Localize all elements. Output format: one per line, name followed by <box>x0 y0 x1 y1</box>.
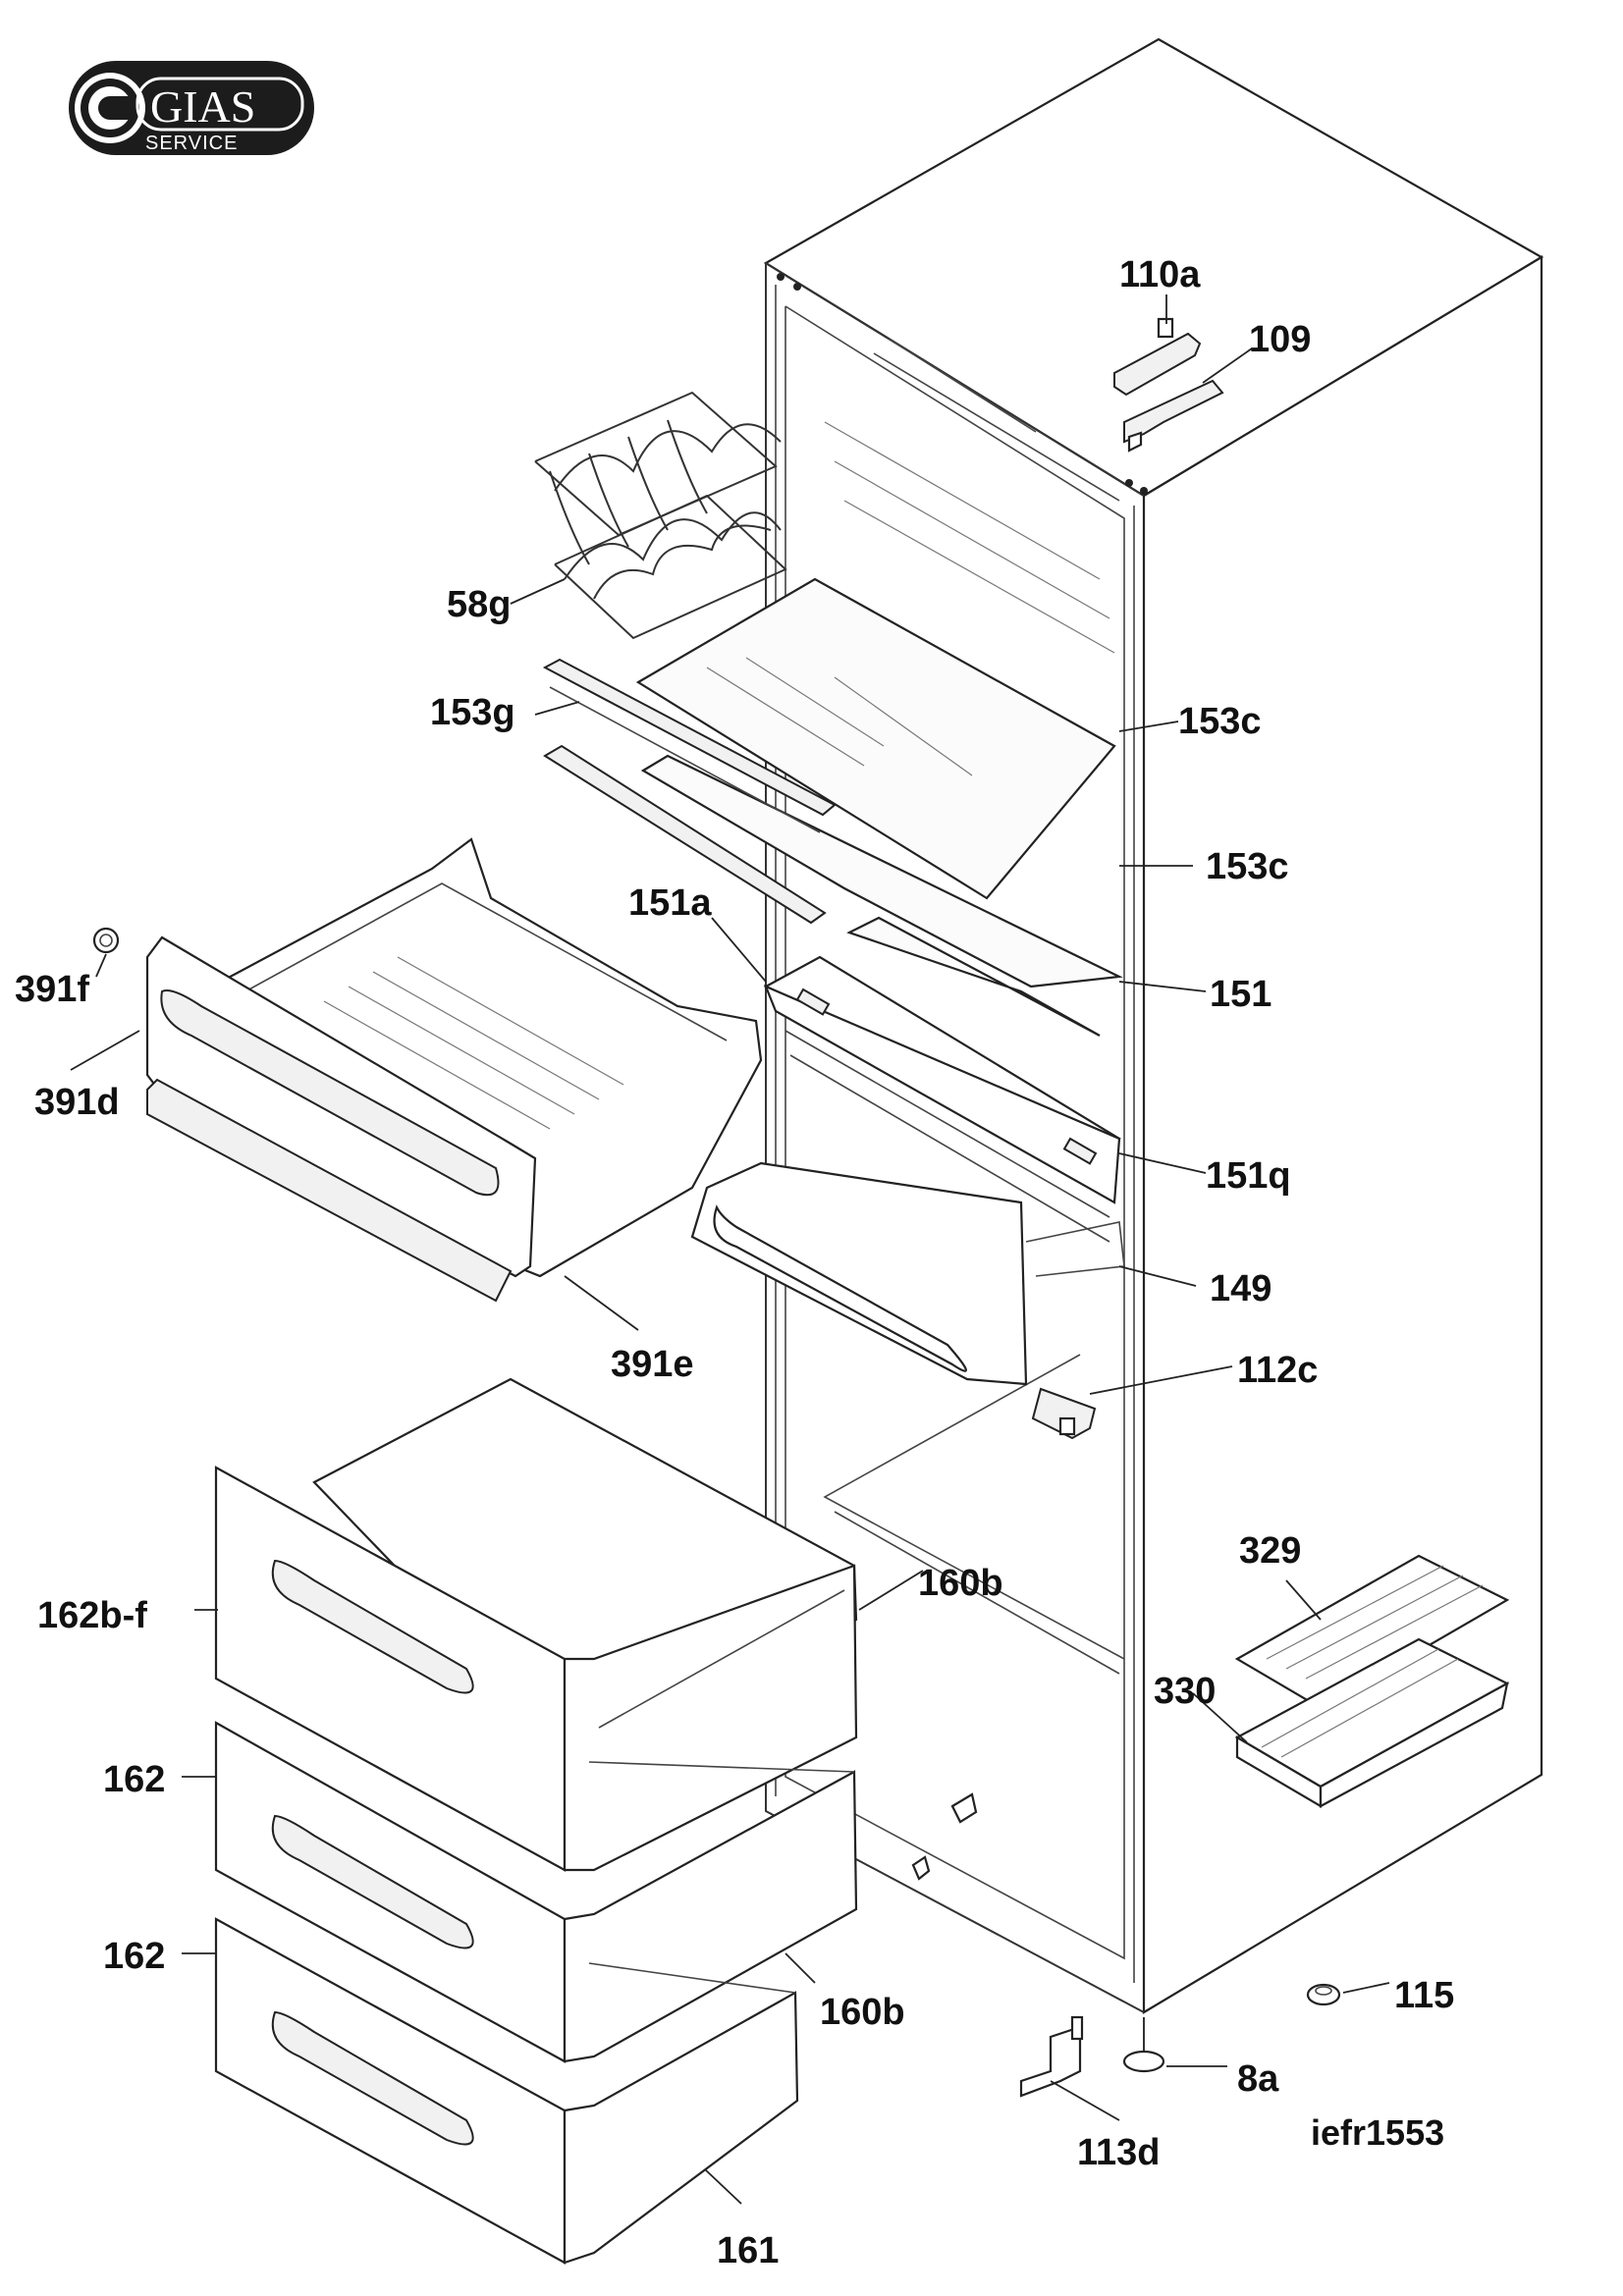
logo-word: GIAS <box>150 81 255 132</box>
part-153c-top-shelf <box>635 577 1116 900</box>
part-329-ice-tray-lid <box>1234 1554 1510 1710</box>
label-8a: 8a <box>1237 2058 1279 2100</box>
label-153c-mid: 153c <box>1206 846 1289 887</box>
label-151: 151 <box>1210 974 1271 1015</box>
part-330-ice-tray <box>1234 1637 1510 1808</box>
label-58g: 58g <box>447 584 511 625</box>
part-115-plug <box>1306 1983 1341 2006</box>
gias-service-logo: GIAS SERVICE <box>69 61 314 155</box>
part-labels: 110a 109 58g 153g 153c 153c 151a 151 391… <box>15 254 1454 2271</box>
part-149-drawer <box>690 1161 1125 1386</box>
label-162b-f: 162b-f <box>37 1595 147 1636</box>
part-113d-bracket <box>1019 2015 1084 2098</box>
label-110a: 110a <box>1119 254 1201 295</box>
part-391f-screw <box>92 927 120 954</box>
reference-code: iefr1553 <box>1311 2112 1444 2153</box>
label-330: 330 <box>1154 1671 1216 1712</box>
part-162b-f-drawer <box>214 1377 858 1872</box>
label-113d: 113d <box>1077 2132 1161 2173</box>
label-391e: 391e <box>611 1344 694 1385</box>
part-8a-foot <box>1122 2017 1165 2073</box>
leader-lines <box>70 294 1390 2205</box>
label-391f: 391f <box>15 969 89 1010</box>
label-153g: 153g <box>430 692 515 733</box>
part-162-drawer-bottom <box>214 1917 799 2265</box>
label-162-b: 162 <box>103 1936 165 1977</box>
label-112c: 112c <box>1237 1350 1318 1391</box>
part-391-crisper-drawer <box>145 837 763 1303</box>
label-149: 149 <box>1210 1268 1271 1309</box>
part-153g-trim <box>542 658 837 925</box>
label-162-a: 162 <box>103 1759 165 1800</box>
label-329: 329 <box>1239 1530 1301 1572</box>
label-151a: 151a <box>628 882 712 924</box>
label-160b-top: 160b <box>918 1563 1003 1604</box>
label-160b-bottom: 160b <box>820 1992 905 2033</box>
label-115: 115 <box>1394 1975 1454 2016</box>
logo-sub: SERVICE <box>145 133 238 154</box>
part-153c-lower-shelf <box>640 754 1123 1037</box>
part-110a <box>1113 317 1202 397</box>
label-151q: 151q <box>1206 1155 1291 1197</box>
label-391d: 391d <box>34 1082 120 1123</box>
part-151-shelf-frame <box>763 955 1121 1243</box>
label-153c-top: 153c <box>1178 701 1262 742</box>
label-109: 109 <box>1249 319 1311 360</box>
label-161: 161 <box>717 2230 779 2271</box>
part-112c-hinge <box>1031 1387 1097 1440</box>
part-109 <box>1123 379 1224 453</box>
part-58g-bottle-rack <box>534 391 787 640</box>
part-162-drawer-middle <box>214 1721 858 2063</box>
